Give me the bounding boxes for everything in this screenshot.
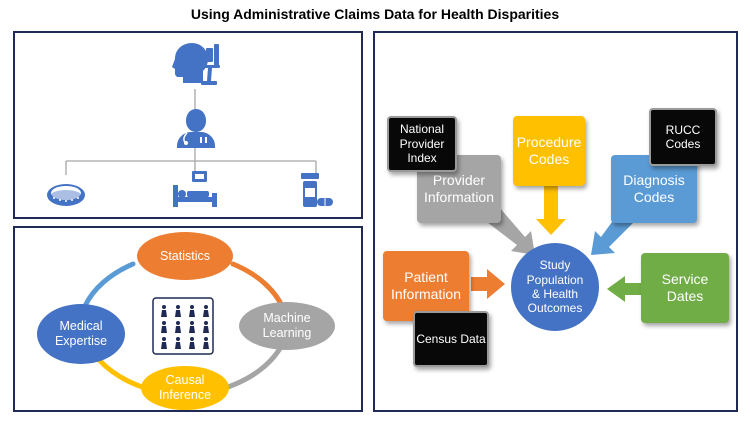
- person-head: [204, 305, 208, 309]
- medical-expertise-node: [37, 304, 125, 364]
- service-arrow: [607, 276, 641, 302]
- causal-inference-node: [141, 366, 229, 410]
- population-group-icon: [152, 297, 214, 355]
- patient-arrow: [471, 269, 505, 299]
- person-head: [176, 305, 180, 309]
- page-title: Using Administrative Claims Data for Hea…: [190, 6, 560, 22]
- person-body: [189, 342, 195, 349]
- study-population-node: [511, 243, 599, 331]
- person-head: [190, 321, 194, 325]
- person-head: [190, 337, 194, 341]
- person-head: [162, 337, 166, 341]
- care-hierarchy-panel: [13, 31, 363, 219]
- hierarchy-connectors: [65, 89, 317, 175]
- methods-cycle-diagram: [37, 232, 335, 410]
- person-body: [175, 310, 181, 317]
- data-sources-panel: Provider Information Procedure Codes Dia…: [373, 31, 738, 412]
- person-body: [161, 326, 167, 333]
- person-head: [162, 305, 166, 309]
- person-body: [203, 310, 209, 317]
- procedure-arrow: [536, 185, 566, 235]
- statistics-node: [137, 232, 233, 280]
- physician-icon: [177, 109, 215, 148]
- pill-bottle-icon: [301, 173, 333, 207]
- care-hierarchy-diagram: [47, 43, 333, 207]
- procedure-codes-box: Procedure Codes: [513, 116, 585, 186]
- person-body: [189, 310, 195, 317]
- person-head: [204, 337, 208, 341]
- person-body: [161, 310, 167, 317]
- person-body: [203, 326, 209, 333]
- person-head: [176, 321, 180, 325]
- rucc-codes-box: RUCC Codes: [649, 108, 717, 166]
- person-body: [175, 342, 181, 349]
- service-dates-box: Service Dates: [641, 253, 729, 323]
- machine-learning-node: [239, 302, 335, 350]
- person-body: [175, 326, 181, 333]
- patient-information-box: Patient Information: [383, 251, 469, 321]
- person-head: [176, 337, 180, 341]
- hospital-bed-icon: [173, 171, 217, 207]
- person-head: [162, 321, 166, 325]
- cycle-arc-machine-learning: [222, 340, 286, 391]
- person-head: [204, 321, 208, 325]
- cycle-arc-statistics: [230, 261, 286, 311]
- person-body: [189, 326, 195, 333]
- person-body: [203, 342, 209, 349]
- methods-cycle-panel: Statistics Machine Learning Causal Infer…: [13, 226, 363, 412]
- bandage-icon: [47, 184, 85, 206]
- national-provider-index-box: National Provider Index: [387, 116, 457, 172]
- person-body: [161, 342, 167, 349]
- cycle-arc-medical-expertise: [82, 261, 136, 309]
- person-head: [190, 305, 194, 309]
- researcher-microscope-icon: [172, 43, 220, 85]
- census-data-box: Census Data: [413, 311, 489, 367]
- diagnosis-codes-box: Diagnosis Codes: [611, 155, 697, 223]
